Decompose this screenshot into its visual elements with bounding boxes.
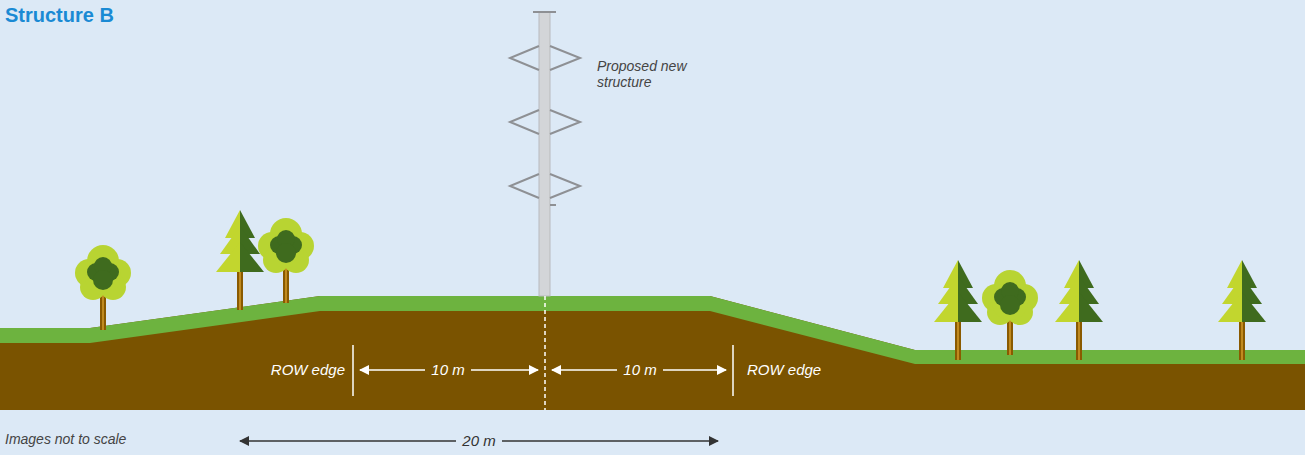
row-edge-label: ROW edge <box>747 361 821 378</box>
scale-note: Images not to scale <box>5 431 126 447</box>
dimension-label: 10 m <box>617 361 662 378</box>
row-edge-label: ROW edge <box>271 361 345 378</box>
dimension-label: 10 m <box>425 361 470 378</box>
dimension-label: 20 m <box>456 432 501 449</box>
diagram-title: Structure B <box>5 4 114 27</box>
structure-label: Proposed new structure <box>597 58 707 90</box>
